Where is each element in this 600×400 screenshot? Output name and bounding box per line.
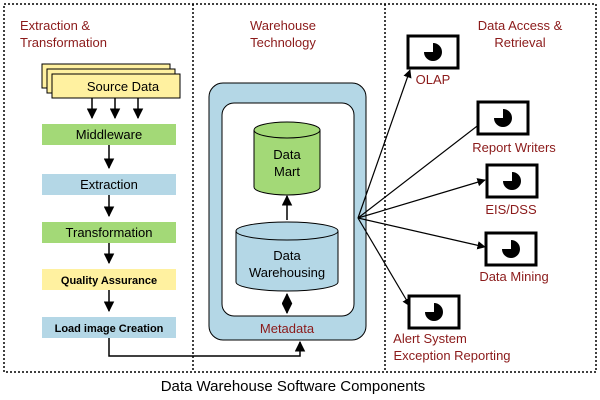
quality-assurance-box: Quality Assurance (42, 269, 176, 290)
arrow-load-metadata (108, 338, 306, 357)
fanout-arrows (357, 69, 486, 307)
pie-chart-monitor-icon (406, 34, 460, 70)
svg-text:Load image Creation: Load image Creation (55, 323, 164, 335)
svg-text:Data: Data (273, 147, 301, 162)
section-title-extraction: Extraction & Transformation (20, 18, 107, 50)
report-writers-tool: Report Writers (472, 100, 556, 155)
pie-chart-monitor-icon (484, 231, 538, 267)
svg-text:Exception Reporting: Exception Reporting (393, 348, 510, 363)
alert-system-tool: Alert System Exception Reporting (393, 294, 511, 363)
section-title-warehouse: Warehouse Technology (250, 18, 316, 50)
olap-tool: OLAP (406, 34, 460, 87)
source-data-stack: Source Data (41, 63, 181, 99)
svg-text:Extraction &: Extraction & (20, 18, 90, 33)
data-warehousing-cylinder: Data Warehousing (235, 221, 339, 292)
svg-text:Data: Data (273, 248, 301, 263)
section-borders (3, 3, 597, 373)
svg-text:Middleware: Middleware (76, 127, 142, 142)
diagram-caption: Data Warehouse Software Components (161, 378, 426, 395)
svg-text:Quality Assurance: Quality Assurance (61, 275, 157, 287)
pie-chart-monitor-icon (407, 294, 461, 330)
eis-dss-tool: EIS/DSS (485, 163, 539, 217)
svg-text:Alert System: Alert System (393, 331, 467, 346)
svg-text:Mart: Mart (274, 164, 300, 179)
data-mining-tool: Data Mining (479, 231, 549, 284)
svg-text:Data Access &: Data Access & (478, 18, 563, 33)
svg-text:Technology: Technology (250, 35, 316, 50)
svg-text:Warehousing: Warehousing (249, 265, 325, 280)
svg-text:Report Writers: Report Writers (472, 140, 556, 155)
source-data-label: Source Data (87, 79, 160, 94)
pie-chart-monitor-icon (476, 100, 530, 136)
svg-text:Transformation: Transformation (20, 35, 107, 50)
svg-text:Extraction: Extraction (80, 177, 138, 192)
source-arrows (86, 98, 144, 120)
svg-text:Warehouse: Warehouse (250, 18, 316, 33)
data-mart-cylinder: Data Mart (253, 121, 321, 196)
svg-text:Retrieval: Retrieval (494, 35, 545, 50)
section-title-access: Data Access & Retrieval (478, 18, 563, 50)
load-image-box: Load image Creation (42, 317, 176, 338)
svg-text:EIS/DSS: EIS/DSS (485, 202, 537, 217)
middleware-box: Middleware (42, 124, 176, 145)
extraction-box: Extraction (42, 174, 176, 195)
svg-text:Data Mining: Data Mining (479, 269, 548, 284)
svg-text:OLAP: OLAP (416, 72, 451, 87)
metadata-label: Metadata (260, 321, 315, 336)
svg-text:Transformation: Transformation (66, 225, 153, 240)
pie-chart-monitor-icon (485, 163, 539, 199)
transformation-box: Transformation (42, 222, 176, 243)
